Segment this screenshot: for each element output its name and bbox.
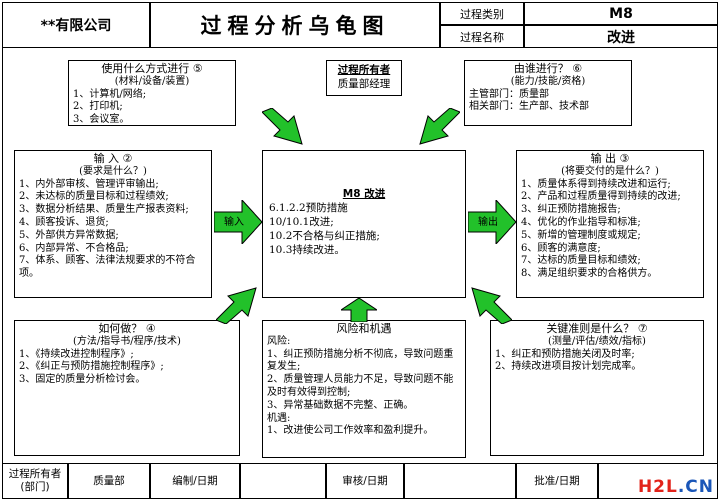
arrow-risks-icon — [341, 298, 377, 322]
process-owner-title: 过程所有者 — [337, 64, 391, 76]
methods-box: 如何做？ ④ (方法/指导书/程序/技术) 1、《持续改进控制程序》; 2、《纠… — [14, 320, 240, 456]
list-item: 3、固定的质量分析检讨会。 — [19, 374, 146, 386]
outputs-title: 输 出 ③ — [590, 152, 630, 165]
arrow-input-label: 输入 — [224, 217, 244, 228]
inputs-subtitle: (要求是什么？) — [79, 165, 147, 177]
process-name-label: 过程名称 — [440, 25, 524, 48]
list-item: 6、顾客的满意度; — [521, 242, 601, 254]
criteria-subtitle: (测量/评估/绩效/指标) — [548, 335, 646, 347]
list-item: 7、达标的质量目标和绩效; — [521, 255, 641, 267]
people-box: 由谁进行？ ⑥ (能力/技能/资格) 主管部门：质量部 相关部门：生产部、技术部 — [464, 60, 632, 126]
page-title: 过程分析乌龟图 — [150, 2, 440, 48]
list-item: 主管部门：质量部 — [469, 88, 549, 100]
list-item: 相关部门：生产部、技术部 — [469, 101, 589, 113]
people-title: 由谁进行？ ⑥ — [513, 62, 583, 75]
resources-title: 使用什么方式进行 ⑤ — [101, 62, 203, 75]
list-item: 4、顾客投诉、退货; — [19, 216, 109, 228]
footer-prepared-value — [240, 463, 326, 499]
list-item: 5、外部供方异常数据; — [19, 229, 119, 241]
footer-approved-value — [598, 463, 718, 499]
list-item: 风险: — [267, 335, 291, 347]
list-item: 2、持续改进项目按计划完成率。 — [495, 361, 642, 373]
arrow-output-icon — [468, 200, 516, 244]
process-owner-box: 过程所有者 质量部经理 — [326, 60, 402, 96]
list-item: 1、《持续改进控制程序》; — [19, 348, 134, 360]
criteria-title: 关键准则是什么？ ⑦ — [546, 322, 648, 335]
list-item: 1、计算机/网络; — [73, 88, 147, 100]
methods-subtitle: (方法/指导书/程序/技术) — [73, 335, 181, 347]
list-item: 8、满足组织要求的合格供方。 — [521, 268, 658, 280]
list-item: 1、改进使公司工作效率和盈利提升。 — [267, 425, 434, 437]
people-subtitle: (能力/技能/资格) — [510, 75, 586, 87]
list-item: 1、内外部审核、管理评审输出; — [19, 178, 159, 190]
list-item: 3、纠正预防措施报告; — [521, 204, 621, 216]
list-item: 4、优化的作业指导和标准; — [521, 216, 641, 228]
list-item: 6、内部异常、不合格品; — [19, 242, 129, 254]
list-item: 10.3持续改进。 — [269, 244, 345, 256]
arrow-resources-icon — [262, 108, 303, 145]
list-item: 3、会议室。 — [73, 114, 130, 126]
list-item: 1、纠正预防措施分析不彻底，导致问题重复发生; — [267, 348, 454, 373]
list-item: 1、质量体系得到持续改进和运行; — [521, 178, 671, 190]
resources-subtitle: (材料/设备/装置) — [114, 75, 190, 87]
list-item: 10/10.1改进; — [269, 216, 334, 228]
footer-reviewed-label: 审核/日期 — [326, 463, 404, 499]
footer-owner-value: 质量部 — [68, 463, 150, 499]
list-item: 1、纠正和预防措施关闭及时率; — [495, 348, 635, 360]
risks-title: 风险和机遇 — [336, 322, 392, 335]
list-item: 2、《纠正与预防措施控制程序》; — [19, 361, 164, 373]
process-name-value: 改进 — [524, 25, 718, 48]
outputs-box: 输 出 ③ (将要交付的是什么？) 1、质量体系得到持续改进和运行; 2、产品和… — [516, 150, 704, 298]
watermark-logo: H2L.CN — [637, 477, 714, 497]
risks-box: 风险和机遇 风险: 1、纠正预防措施分析不彻底，导致问题重复发生; 2、质量管理… — [262, 320, 466, 458]
process-center-box: M8 改进 6.1.2.2预防措施 10/10.1改进; 10.2不合格与纠正措… — [262, 150, 466, 298]
arrow-input-icon — [214, 200, 262, 244]
outputs-subtitle: (将要交付的是什么？) — [561, 165, 659, 177]
resources-box: 使用什么方式进行 ⑤ (材料/设备/装置) 1、计算机/网络; 2、打印机; 3… — [68, 60, 236, 126]
process-center-title: M8 改进 — [342, 188, 386, 200]
list-item: 3、数据分析结果、质量生产报表资料; — [19, 204, 189, 216]
arrow-methods-icon — [216, 287, 257, 324]
list-item: 6.1.2.2预防措施 — [269, 202, 348, 214]
arrow-people-icon — [419, 108, 460, 145]
company-name: **有限公司 — [2, 2, 150, 48]
list-item: 3、异常基础数据不完整、正确。 — [267, 399, 414, 411]
list-item: 2、产品和过程质量得到持续的改进; — [521, 191, 681, 203]
inputs-box: 输 入 ② (要求是什么？) 1、内外部审核、管理评审输出; 2、未达标的质量目… — [14, 150, 212, 298]
criteria-box: 关键准则是什么？ ⑦ (测量/评估/绩效/指标) 1、纠正和预防措施关闭及时率;… — [490, 320, 704, 456]
footer-prepared-label: 编制/日期 — [150, 463, 240, 499]
footer-owner-label: 过程所有者(部门) — [2, 463, 68, 499]
arrow-output-label: 输出 — [478, 217, 498, 228]
list-item: 2、打印机; — [73, 101, 123, 113]
inputs-title: 输 入 ② — [93, 152, 133, 165]
footer-approved-label: 批准/日期 — [516, 463, 598, 499]
list-item: 5、新增的管理制度或规定; — [521, 229, 641, 241]
methods-title: 如何做？ ④ — [98, 322, 156, 335]
arrow-criteria-icon — [471, 287, 512, 324]
footer-reviewed-value — [404, 463, 516, 499]
process-type-label: 过程类别 — [440, 2, 524, 25]
list-item: 10.2不合格与纠正措施; — [269, 230, 380, 242]
process-type-value: M8 — [524, 2, 718, 25]
list-item: 7、体系、顾客、法律法规要求的不符合项。 — [19, 255, 196, 280]
list-item: 2、未达标的质量目标和过程绩效; — [19, 191, 169, 203]
list-item: 机遇: — [267, 412, 291, 424]
list-item: 2、质量管理人员能力不足，导致问题不能及时有效得到控制; — [267, 374, 454, 398]
process-owner-value: 质量部经理 — [337, 78, 391, 90]
